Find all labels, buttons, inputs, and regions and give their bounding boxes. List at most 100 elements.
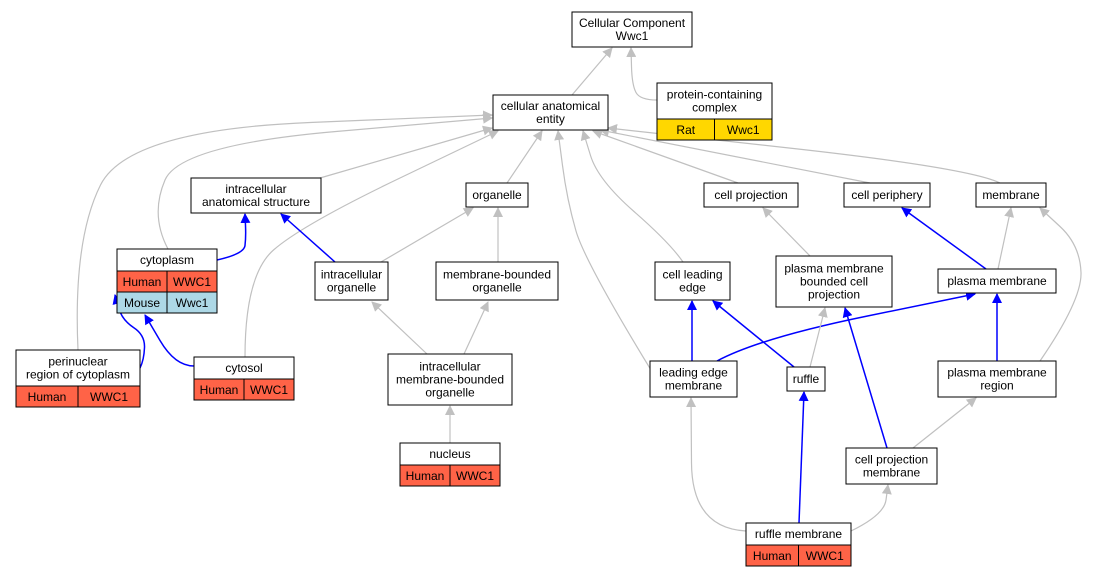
edge-cytosol-to-cytoplasm <box>144 314 195 367</box>
term-label-line: intracellular <box>419 360 480 374</box>
edge-cytosol-to-cellular-anatomical-entity <box>244 130 499 358</box>
term-label-line: organelle <box>472 188 522 202</box>
term-label-line: Cellular Component <box>579 16 686 30</box>
term-label-line: organelle <box>472 281 522 295</box>
term-label-line: cellular anatomical <box>501 99 600 113</box>
species-label: Human <box>123 275 162 289</box>
term-box <box>435 261 559 301</box>
term-label-line: membrane-bounded <box>443 268 551 282</box>
term-label-line: cell projection <box>855 453 928 467</box>
term-label-line: plasma membrane <box>947 366 1047 380</box>
edge-ruffle-to-plasma-membrane-bounded-cell-projection <box>809 307 828 368</box>
edge-perinuclear-region-to-cytoplasm <box>112 294 146 369</box>
gene-label: Wwc1 <box>727 123 760 137</box>
edge-cellular-anatomical-entity-to-cellular-component <box>571 47 613 96</box>
term-node-cell-periphery[interactable]: cell periphery <box>843 182 931 208</box>
term-label-line: Wwc1 <box>616 29 649 43</box>
term-box <box>15 349 141 387</box>
gene-label: WWC1 <box>806 549 844 563</box>
gene-cell <box>798 544 852 567</box>
edge-perinuclear-region-to-cellular-anatomical-entity <box>76 110 493 351</box>
edge-cytoplasm-to-intracellular-anatomical-structure <box>216 213 251 261</box>
term-box <box>656 82 773 120</box>
edge-cell-projection-membrane-to-plasma-membrane-region <box>912 397 977 449</box>
term-box <box>843 182 931 208</box>
term-box <box>654 261 731 301</box>
term-box <box>937 360 1057 398</box>
term-box <box>937 268 1057 294</box>
edge-cell-periphery-to-cellular-anatomical-entity <box>599 126 871 184</box>
term-label-line: intracellular <box>225 182 286 196</box>
term-box <box>703 182 799 208</box>
edge-organelle-to-cellular-anatomical-entity <box>506 130 543 184</box>
term-label-line: cell leading <box>662 268 722 282</box>
term-label-line: edge <box>679 281 706 295</box>
gene-cell <box>449 464 501 487</box>
term-label-line: anatomical structure <box>202 195 310 209</box>
term-label-line: membrane <box>863 466 921 480</box>
edge-cell-leading-edge-to-cellular-anatomical-entity <box>580 130 684 263</box>
term-box <box>775 255 893 308</box>
gene-cell <box>166 291 218 314</box>
gene-cell <box>243 378 295 401</box>
species-label: Mouse <box>124 296 160 310</box>
edges-layer <box>76 47 1082 532</box>
term-label-line: region <box>980 379 1013 393</box>
term-node-ruffle[interactable]: ruffle <box>786 366 826 392</box>
term-label-line: organelle <box>425 386 475 400</box>
edge-ruffle-membrane-to-leading-edge-membrane <box>686 397 747 532</box>
term-box <box>649 360 738 398</box>
term-label-line: perinuclear <box>48 355 107 369</box>
edge-cytoplasm-to-cellular-anatomical-entity <box>157 113 493 250</box>
term-box <box>492 94 609 131</box>
term-label-line: plasma membrane <box>784 262 884 276</box>
term-label-line: entity <box>536 112 565 126</box>
gene-label: WWC1 <box>90 390 128 404</box>
edge-protein-complex-to-cellular-component <box>626 47 658 101</box>
term-box <box>387 353 513 406</box>
edge-plasma-membrane-region-to-membrane <box>1039 207 1082 362</box>
edge-leading-edge-membrane-to-cellular-anatomical-entity <box>554 130 652 371</box>
term-label-line: cytosol <box>225 361 262 375</box>
term-node-plasma-membrane[interactable]: plasma membrane <box>937 268 1057 294</box>
species-label: Human <box>753 549 792 563</box>
edge-intracellular-anatomical-structure-to-cellular-anatomical-entity <box>319 125 493 179</box>
term-box <box>571 11 693 48</box>
term-box <box>314 261 389 301</box>
term-node-organelle[interactable]: organelle <box>465 182 529 208</box>
edge-ruffle-membrane-to-ruffle <box>798 391 809 524</box>
species-label: Human <box>406 469 445 483</box>
edge-leading-edge-membrane-to-plasma-membrane <box>716 290 976 362</box>
term-box <box>190 177 322 214</box>
edge-plasma-membrane-to-membrane <box>997 207 1015 270</box>
edge-membrane-to-cellular-anatomical-entity <box>607 124 1001 184</box>
term-label-line: membrane <box>982 188 1040 202</box>
edge-ruffle-membrane-to-cell-projection-membrane <box>850 484 892 532</box>
term-label-line: organelle <box>327 281 377 295</box>
term-node-cell-projection[interactable]: cell projection <box>703 182 799 208</box>
term-label-line: cell projection <box>714 188 787 202</box>
edge-intracellular-organelle-to-intracellular-anatomical-structure <box>280 213 336 263</box>
term-label-line: membrane-bounded <box>396 373 504 387</box>
term-node-membrane[interactable]: membrane <box>975 182 1047 208</box>
term-label-line: cell periphery <box>851 188 922 202</box>
term-box <box>845 447 938 485</box>
